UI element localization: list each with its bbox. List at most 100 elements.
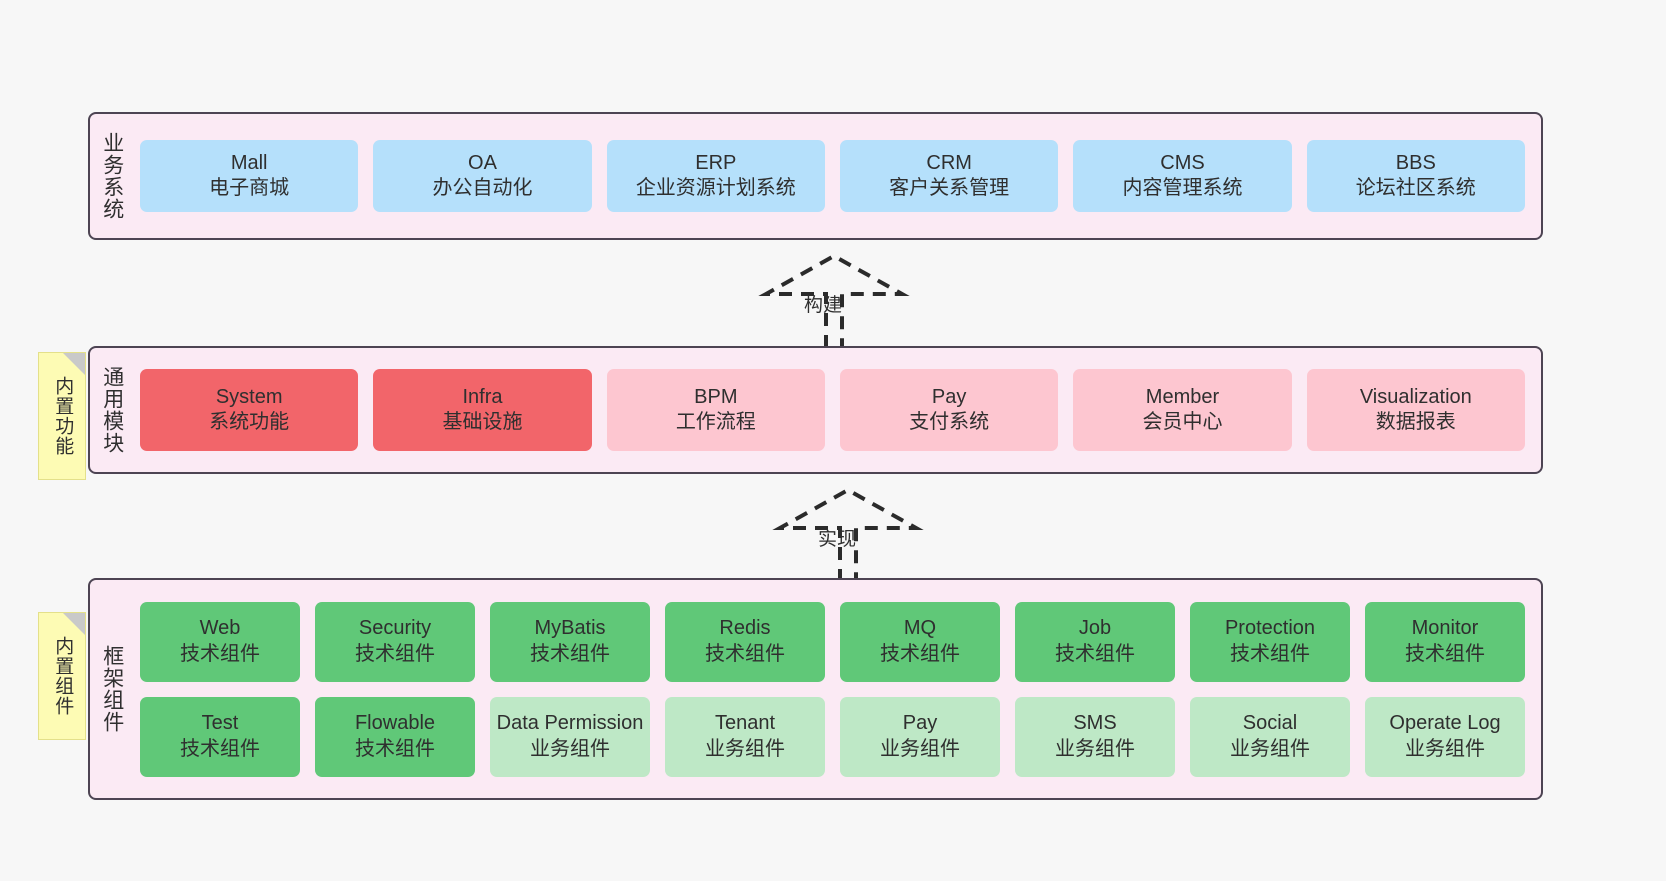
component-sms-name: SMS xyxy=(1073,712,1117,735)
component-redis-desc: 技术组件 xyxy=(705,642,785,665)
module-bbs[interactable]: BBS 论坛社区系统 xyxy=(1306,140,1525,212)
module-visualization[interactable]: Visualization 数据报表 xyxy=(1306,369,1525,451)
component-job-desc: 技术组件 xyxy=(1055,642,1135,665)
component-mq-name: MQ xyxy=(903,617,937,640)
component-mybatis[interactable]: MyBatis 技术组件 xyxy=(490,601,650,682)
component-flowable[interactable]: Flowable 技术组件 xyxy=(315,696,475,777)
component-operate-log[interactable]: Operate Log 业务组件 xyxy=(1365,696,1525,777)
component-test-name: Test xyxy=(201,712,239,735)
module-bbs-desc: 论坛社区系统 xyxy=(1355,177,1476,199)
layer-common-module: 通用模块 System 系统功能 Infra 基础设施 BPM 工作流程 Pay… xyxy=(88,346,1543,474)
module-member[interactable]: Member 会员中心 xyxy=(1073,369,1292,451)
module-bbs-name: BBS xyxy=(1395,151,1436,174)
module-erp[interactable]: ERP 企业资源计划系统 xyxy=(606,140,825,212)
component-test-desc: 技术组件 xyxy=(180,737,260,760)
component-test[interactable]: Test 技术组件 xyxy=(140,696,300,777)
module-infra-name: Infra xyxy=(462,385,503,408)
module-system-name: System xyxy=(215,385,283,408)
module-visualization-desc: 数据报表 xyxy=(1375,411,1456,433)
component-protection-desc: 技术组件 xyxy=(1230,642,1310,665)
module-visualization-name: Visualization xyxy=(1359,385,1472,408)
component-web[interactable]: Web 技术组件 xyxy=(140,601,300,682)
module-crm[interactable]: CRM 客户关系管理 xyxy=(839,140,1059,212)
module-mall-name: Mall xyxy=(230,151,268,174)
module-crm-name: CRM xyxy=(926,151,972,174)
layer-common-module-row: System 系统功能 Infra 基础设施 BPM 工作流程 Pay 支付系统… xyxy=(140,369,1525,451)
module-erp-name: ERP xyxy=(695,151,737,174)
module-infra[interactable]: Infra 基础设施 xyxy=(373,369,592,451)
component-data-permission[interactable]: Data Permission 业务组件 xyxy=(490,696,650,777)
component-redis-name: Redis xyxy=(719,617,771,640)
component-redis[interactable]: Redis 技术组件 xyxy=(665,601,825,682)
component-sms-desc: 业务组件 xyxy=(1055,737,1135,760)
sticky-fold-icon xyxy=(63,613,85,635)
module-pay[interactable]: Pay 支付系统 xyxy=(839,369,1059,451)
module-cms[interactable]: CMS 内容管理系统 xyxy=(1073,140,1292,212)
connector-build-label: 构建 xyxy=(804,295,843,316)
component-protection[interactable]: Protection 技术组件 xyxy=(1190,601,1350,682)
component-job[interactable]: Job 技术组件 xyxy=(1015,601,1175,682)
module-infra-desc: 基础设施 xyxy=(442,411,523,433)
connector-build: 构建 xyxy=(744,252,924,348)
layer-business-system: 业务系统 Mall 电子商城 OA 办公自动化 ERP 企业资源计划系统 CRM… xyxy=(88,112,1543,240)
component-operate-log-name: Operate Log xyxy=(1389,712,1501,735)
component-operate-log-desc: 业务组件 xyxy=(1405,737,1485,760)
sticky-note-builtin-function: 内置功能 xyxy=(38,352,86,480)
module-member-name: Member xyxy=(1145,385,1220,408)
module-pay-desc: 支付系统 xyxy=(909,411,990,433)
layer-framework-component-title: 框架组件 xyxy=(100,645,124,733)
module-member-desc: 会员中心 xyxy=(1142,411,1223,433)
component-sms[interactable]: SMS 业务组件 xyxy=(1015,696,1175,777)
layer-common-module-body: System 系统功能 Infra 基础设施 BPM 工作流程 Pay 支付系统… xyxy=(134,348,1541,472)
sticky-note-builtin-component: 内置组件 xyxy=(38,612,86,740)
connector-implement-label: 实现 xyxy=(818,529,857,550)
module-oa[interactable]: OA 办公自动化 xyxy=(373,140,592,212)
module-bpm[interactable]: BPM 工作流程 xyxy=(606,369,825,451)
component-security[interactable]: Security 技术组件 xyxy=(315,601,475,682)
component-job-name: Job xyxy=(1078,617,1112,640)
sticky-fold-icon xyxy=(63,353,85,375)
component-pay-name: Pay xyxy=(902,712,938,735)
module-oa-name: OA xyxy=(468,151,497,174)
module-bpm-name: BPM xyxy=(694,385,738,408)
component-mybatis-desc: 技术组件 xyxy=(530,642,610,665)
component-data-permission-desc: 业务组件 xyxy=(530,737,610,760)
component-tenant[interactable]: Tenant 业务组件 xyxy=(665,696,825,777)
component-data-permission-name: Data Permission xyxy=(496,712,644,735)
component-social[interactable]: Social 业务组件 xyxy=(1190,696,1350,777)
sticky-note-builtin-component-label: 内置组件 xyxy=(52,636,74,716)
component-mq[interactable]: MQ 技术组件 xyxy=(840,601,1000,682)
component-pay-desc: 业务组件 xyxy=(880,737,960,760)
layer-framework-component-row-business: Test 技术组件 Flowable 技术组件 Data Permission … xyxy=(140,696,1525,777)
component-security-desc: 技术组件 xyxy=(355,642,435,665)
connector-implement: 实现 xyxy=(758,486,938,582)
component-social-desc: 业务组件 xyxy=(1230,737,1310,760)
layer-business-system-body: Mall 电子商城 OA 办公自动化 ERP 企业资源计划系统 CRM 客户关系… xyxy=(134,114,1541,238)
layer-framework-component-row-tech: Web 技术组件 Security 技术组件 MyBatis 技术组件 Redi… xyxy=(140,601,1525,682)
component-mq-desc: 技术组件 xyxy=(880,642,960,665)
layer-business-system-row: Mall 电子商城 OA 办公自动化 ERP 企业资源计划系统 CRM 客户关系… xyxy=(140,140,1525,212)
connector-implement-glyph xyxy=(772,487,924,582)
component-web-desc: 技术组件 xyxy=(180,642,260,665)
module-crm-desc: 客户关系管理 xyxy=(889,177,1010,199)
connector-build-glyph xyxy=(758,253,910,348)
module-system[interactable]: System 系统功能 xyxy=(140,369,359,451)
layer-business-system-title: 业务系统 xyxy=(100,132,124,220)
layer-common-module-title: 通用模块 xyxy=(100,366,124,454)
module-bpm-desc: 工作流程 xyxy=(675,411,756,433)
component-monitor[interactable]: Monitor 技术组件 xyxy=(1365,601,1525,682)
module-mall-desc: 电子商城 xyxy=(209,177,290,199)
module-cms-desc: 内容管理系统 xyxy=(1122,177,1243,199)
module-mall[interactable]: Mall 电子商城 xyxy=(140,140,359,212)
module-cms-name: CMS xyxy=(1160,151,1205,174)
component-security-name: Security xyxy=(358,617,432,640)
module-pay-name: Pay xyxy=(931,385,967,408)
component-pay[interactable]: Pay 业务组件 xyxy=(840,696,1000,777)
sticky-note-builtin-function-label: 内置功能 xyxy=(52,376,74,456)
module-system-desc: 系统功能 xyxy=(209,411,290,433)
component-tenant-desc: 业务组件 xyxy=(705,737,785,760)
component-monitor-desc: 技术组件 xyxy=(1405,642,1485,665)
component-flowable-desc: 技术组件 xyxy=(355,737,435,760)
component-web-name: Web xyxy=(199,617,241,640)
